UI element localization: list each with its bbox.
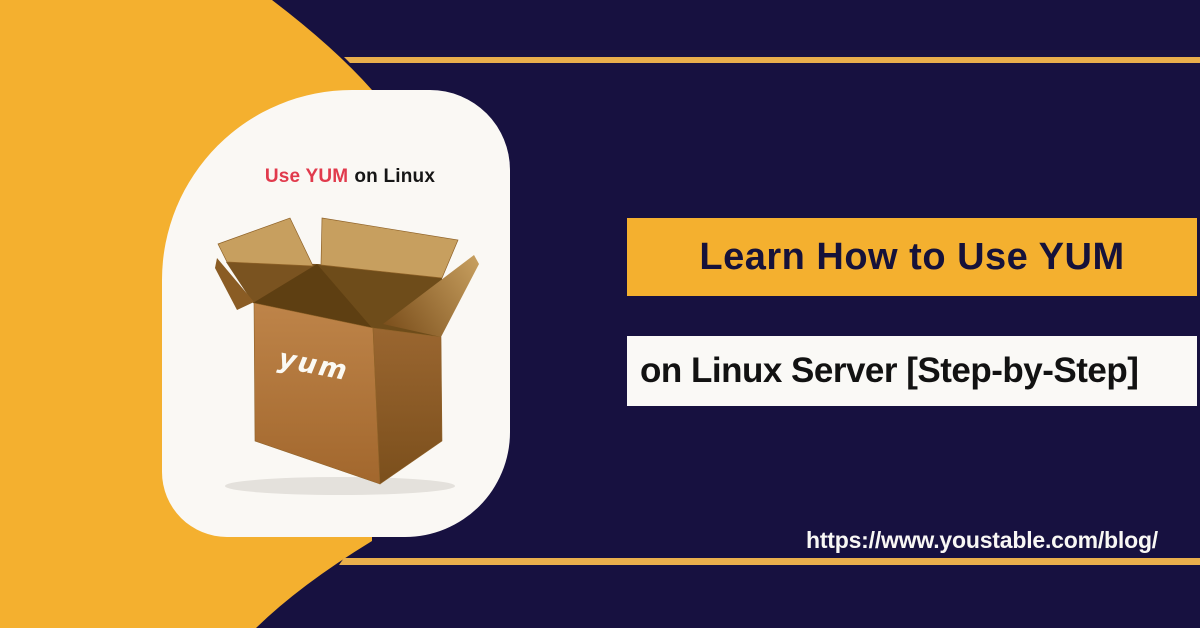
top-accent-stripe bbox=[344, 57, 1200, 63]
caption-highlight: Use YUM bbox=[264, 166, 349, 187]
box-right-face bbox=[372, 327, 443, 485]
box-right-flap bbox=[383, 255, 479, 337]
box-left-droop-flap bbox=[215, 258, 254, 310]
box-front-face bbox=[253, 302, 381, 485]
headline-banner-yellow: Learn How to Use YUM bbox=[627, 218, 1197, 296]
box-back-right-flap bbox=[320, 217, 459, 279]
box-shadow bbox=[225, 477, 455, 495]
headline-line1: Learn How to Use YUM bbox=[699, 235, 1125, 278]
caption-rest: on Linux bbox=[354, 166, 436, 187]
footer-url: https://www.youstable.com/blog/ bbox=[805, 527, 1158, 553]
headline-banner-white: on Linux Server [Step-by-Step] bbox=[627, 336, 1197, 406]
yum-box-illustration: yum bbox=[215, 217, 479, 495]
headline-line2: on Linux Server [Step-by-Step] bbox=[640, 351, 1139, 390]
box-back-left-flap bbox=[217, 217, 314, 267]
box-interior-left-wall bbox=[253, 264, 373, 329]
bottom-accent-stripe bbox=[339, 558, 1200, 565]
